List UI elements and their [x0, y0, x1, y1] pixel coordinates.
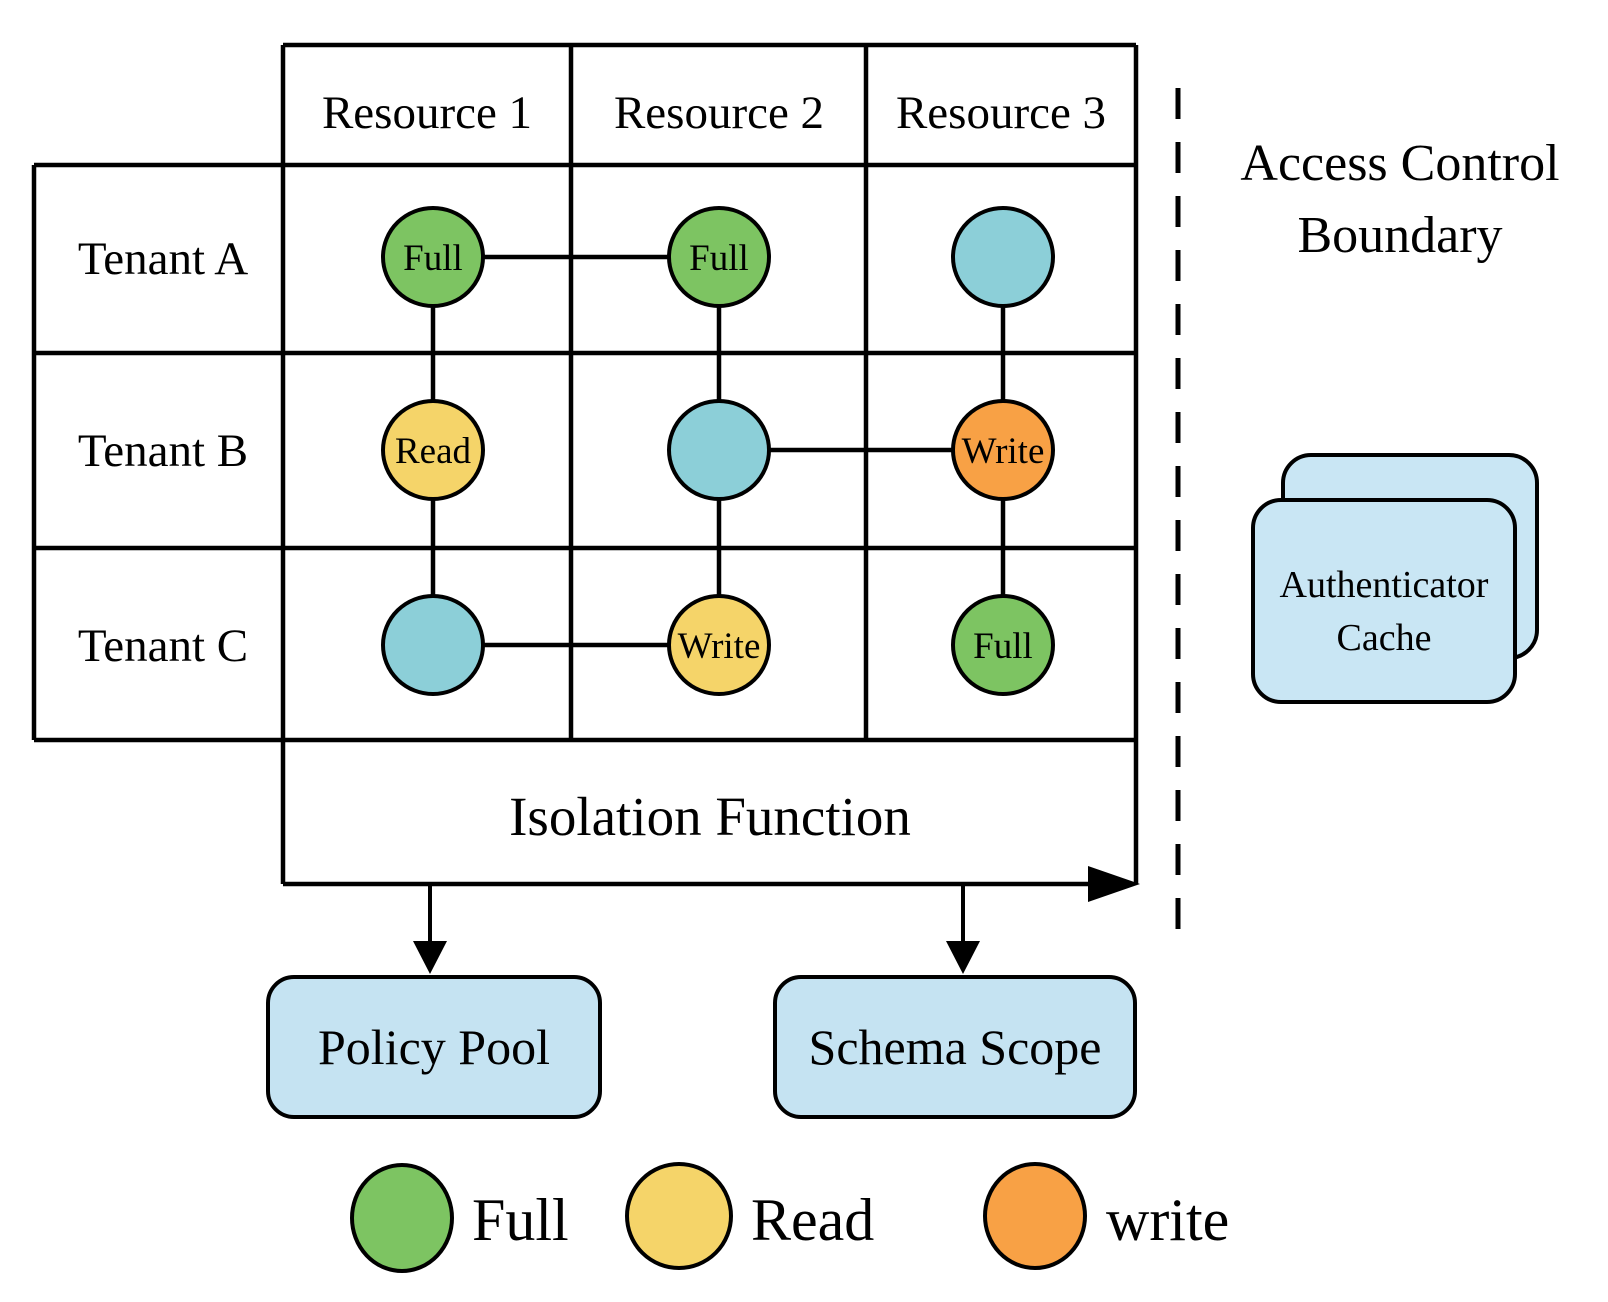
legend-write-circle: [983, 1162, 1087, 1270]
output-boxes: Policy Pool Schema Scope: [266, 975, 1137, 1119]
cell-tenant-b-resource-3-circle: [951, 399, 1055, 501]
output-arrows: [413, 884, 980, 974]
authenticator-cache-front-card: [1251, 498, 1517, 704]
cell-tenant-b-resource-1-label: Read: [395, 431, 472, 472]
boundary-label-line1: Access Control: [1240, 135, 1559, 192]
down-arrowhead-icon: [413, 941, 447, 974]
cell-tenant-a-resource-2-label: Full: [689, 238, 749, 279]
schema-scope-box: [773, 975, 1137, 1119]
boundary-label-line2: Boundary: [1297, 207, 1502, 264]
column-header-resource-1: Resource 1: [322, 87, 532, 139]
legend: Full Read write: [350, 1162, 1229, 1273]
row-label-tenant-b: Tenant B: [78, 425, 248, 477]
column-header-resource-2: Resource 2: [614, 87, 824, 139]
cell-tenant-c-resource-2-circle: [667, 594, 771, 696]
row-label-tenant-c: Tenant C: [78, 620, 248, 672]
column-header-resource-3: Resource 3: [896, 87, 1106, 139]
isolation-function-label: Isolation Function: [509, 786, 911, 847]
access-matrix-grid: [31, 42, 1139, 884]
legend-read-circle: [625, 1162, 733, 1270]
cell-tenant-a-resource-2-circle: [667, 206, 771, 308]
cell-tenant-b-resource-3-label: Write: [962, 431, 1045, 472]
isolation-function-band: Isolation Function: [283, 786, 1140, 902]
authenticator-cache: Authenticator Cache: [1251, 453, 1539, 704]
legend-full-circle: [350, 1163, 454, 1273]
down-arrowhead-icon: [946, 941, 980, 974]
cell-tenant-c-resource-3-circle: [951, 594, 1055, 696]
legend-write-label: write: [1106, 1187, 1229, 1253]
cell-tenant-b-resource-2-circle: [667, 399, 771, 501]
authenticator-cache-label-line1: Authenticator: [1280, 564, 1489, 606]
cell-tenant-c-resource-3-label: Full: [973, 626, 1033, 667]
cell-tenant-c-resource-2-label: Write: [678, 626, 761, 667]
legend-read-label: Read: [751, 1187, 874, 1253]
cell-tenant-a-resource-1-label: Full: [403, 238, 463, 279]
column-headers: Resource 1 Resource 2 Resource 3: [322, 87, 1106, 139]
cell-tenant-c-resource-1-circle: [381, 594, 485, 696]
cell-tenant-a-resource-3-circle: [951, 206, 1055, 308]
permission-links: [430, 254, 1006, 648]
permission-nodes: Full Full Read Write Write Full: [381, 206, 1055, 696]
right-arrowhead-icon: [1088, 866, 1140, 902]
schema-scope-label: Schema Scope: [809, 1019, 1102, 1075]
policy-pool-label: Policy Pool: [318, 1019, 550, 1075]
row-label-tenant-a: Tenant A: [78, 233, 248, 285]
cell-tenant-b-resource-1-circle: [381, 399, 485, 501]
row-labels: Tenant A Tenant B Tenant C: [78, 233, 248, 672]
access-control-boundary-label: Access Control Boundary: [1240, 135, 1559, 264]
legend-full-label: Full: [472, 1187, 569, 1253]
cell-tenant-a-resource-1-circle: [381, 206, 485, 308]
authenticator-cache-label-line2: Cache: [1337, 617, 1432, 659]
policy-pool-box: [266, 975, 602, 1119]
